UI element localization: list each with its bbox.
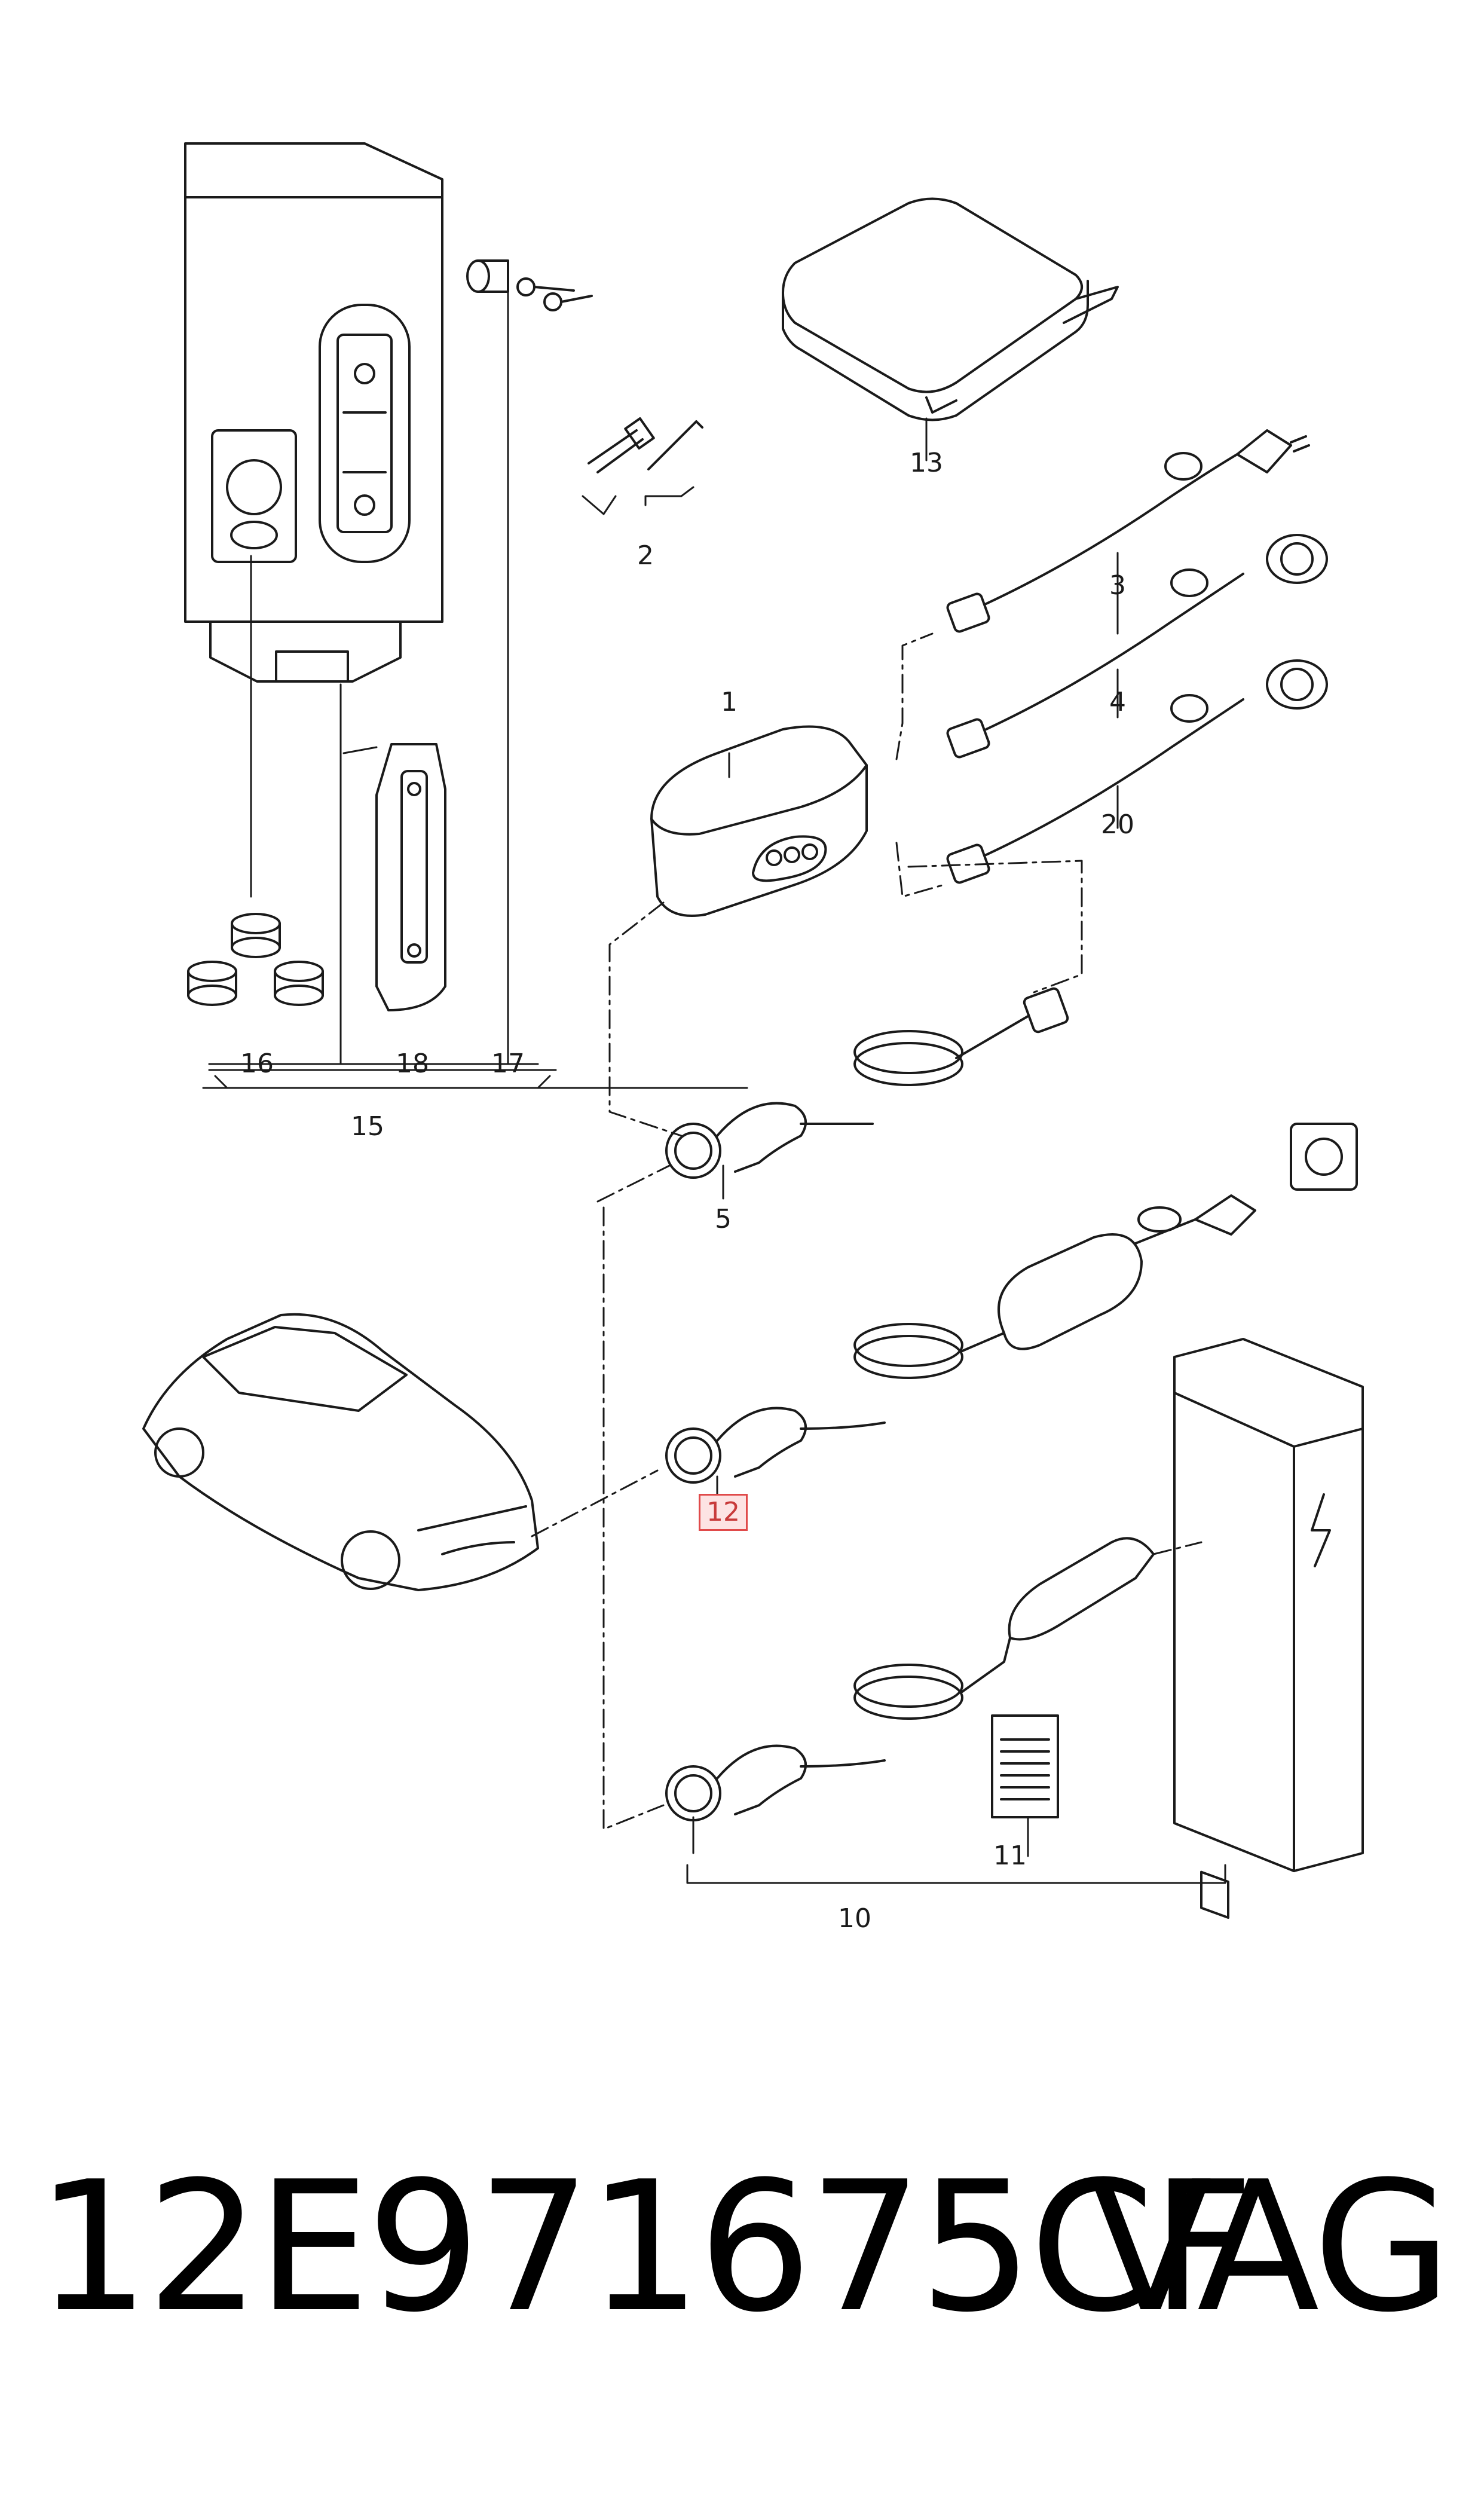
callout-10: 10 [838,1903,871,1934]
callout-5: 5 [715,1204,732,1234]
charging-cable-10 [666,1538,1153,1820]
cover-caps [188,914,323,1005]
callout-16: 16 [240,1048,274,1079]
charging-cable-5 [666,988,1069,1178]
callout-18: 18 [396,1048,429,1079]
callout-12-highlighted[interactable]: 12 [699,1494,748,1531]
callout-1: 1 [721,687,738,717]
charging-station-pillar [1174,1339,1363,1918]
callout-2: 2 [637,540,654,571]
callout-20: 20 [1101,809,1134,840]
car-illustration [143,1314,538,1590]
adapter-cable-4 [946,535,1327,759]
adapter-cable-3 [946,430,1309,633]
lock-cylinder [467,261,592,310]
dashed-connectors [532,634,1201,1829]
adapter-cable-20 [946,661,1327,884]
callout-15: 15 [351,1111,384,1142]
brand-label: VAG [1089,2143,1452,2352]
part-number: 12E971675CF [36,2143,1254,2352]
holder-bracket [377,744,445,1010]
charging-cable-12 [666,1124,1357,1482]
callout-11: 11 [993,1841,1027,1871]
leader-lines [203,293,1225,1883]
parts-diagram [0,0,1484,2152]
callout-3: 3 [1109,570,1126,601]
wallbox-housing [185,143,442,681]
screw-and-key [589,418,702,472]
control-box [651,727,867,916]
storage-bag [783,199,1118,420]
callout-13: 13 [910,448,943,478]
callout-17: 17 [491,1048,525,1079]
callout-4: 4 [1109,687,1126,717]
